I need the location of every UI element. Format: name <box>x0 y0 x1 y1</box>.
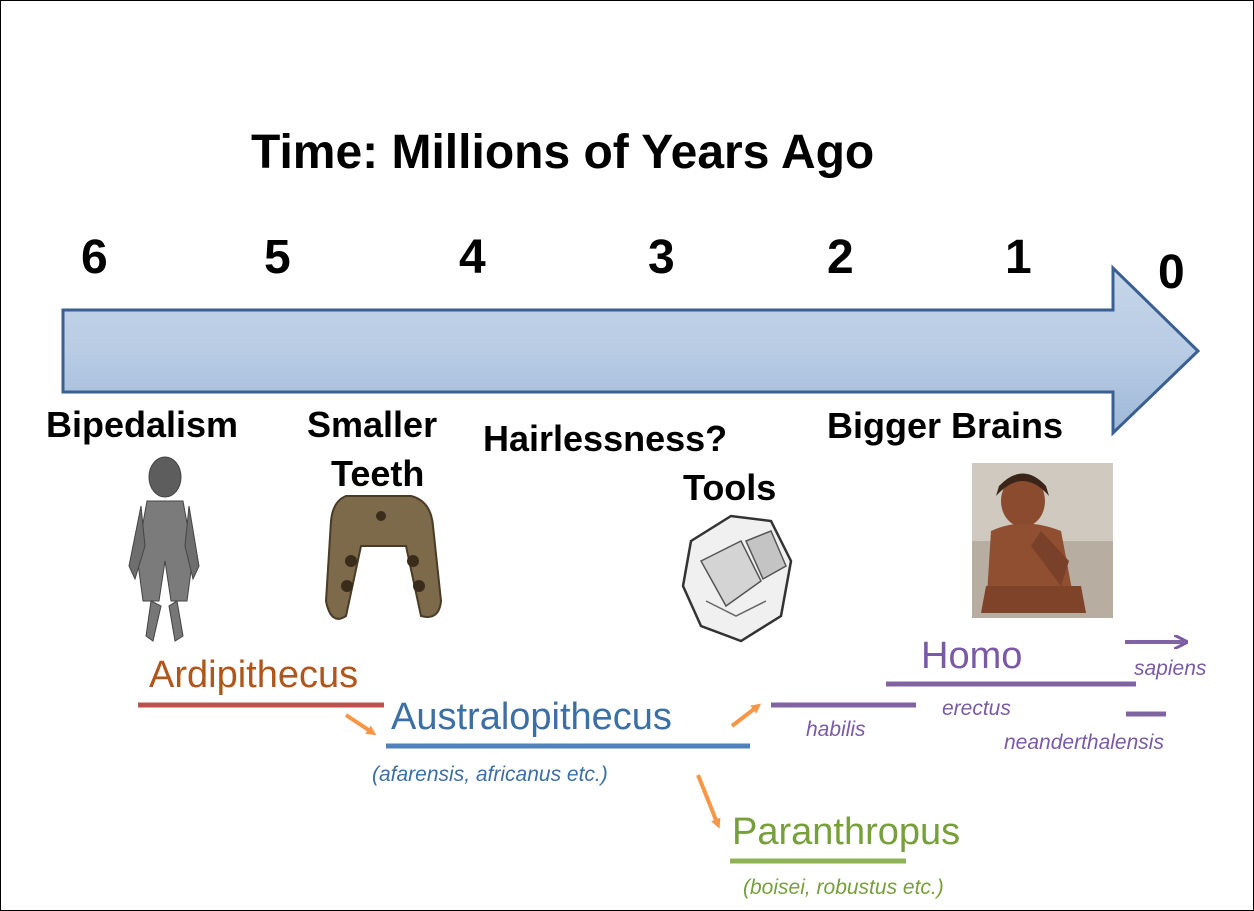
tick-label: 4 <box>459 234 486 282</box>
australo-to-homo-arrow <box>732 706 758 726</box>
paranthropus-species: (boisei, robustus etc.) <box>743 877 944 898</box>
tick-label: 6 <box>81 234 108 282</box>
tick-label: 3 <box>648 234 675 282</box>
genus-homo: Homo <box>921 637 1022 675</box>
tick-label: 5 <box>264 234 291 282</box>
ardi-to-australo-arrow <box>346 715 373 733</box>
species-erectus: erectus <box>942 698 1011 719</box>
tick-label: 0 <box>1158 249 1185 297</box>
trait-tools: Tools <box>683 470 776 506</box>
diagram-title: Time: Millions of Years Ago <box>251 129 874 177</box>
australopithecus-species: (afarensis, africanus etc.) <box>372 764 608 785</box>
species-habilis: habilis <box>806 719 866 740</box>
australo-to-paranthropus-arrow <box>698 775 718 825</box>
neanderthal-model-image <box>972 463 1113 618</box>
genus-ardipithecus: Ardipithecus <box>149 656 358 694</box>
tick-label: 1 <box>1005 234 1032 282</box>
tick-label: 2 <box>827 234 854 282</box>
species-neanderthalensis: neanderthalensis <box>1004 732 1164 753</box>
genus-paranthropus: Paranthropus <box>732 813 960 851</box>
ardipithecus-skeleton-image <box>129 457 199 641</box>
trait-bipedalism: Bipedalism <box>46 407 238 443</box>
stone-tool-image <box>683 516 791 641</box>
trait-smaller-line1: Smaller <box>307 407 437 443</box>
fossil-jaw-image <box>326 496 441 619</box>
trait-bigger-brains: Bigger Brains <box>827 408 1063 444</box>
genus-australopithecus: Australopithecus <box>391 698 672 736</box>
species-sapiens: sapiens <box>1134 658 1206 679</box>
trait-hairlessness: Hairlessness? <box>483 421 727 457</box>
trait-teeth-line2: Teeth <box>331 456 424 492</box>
